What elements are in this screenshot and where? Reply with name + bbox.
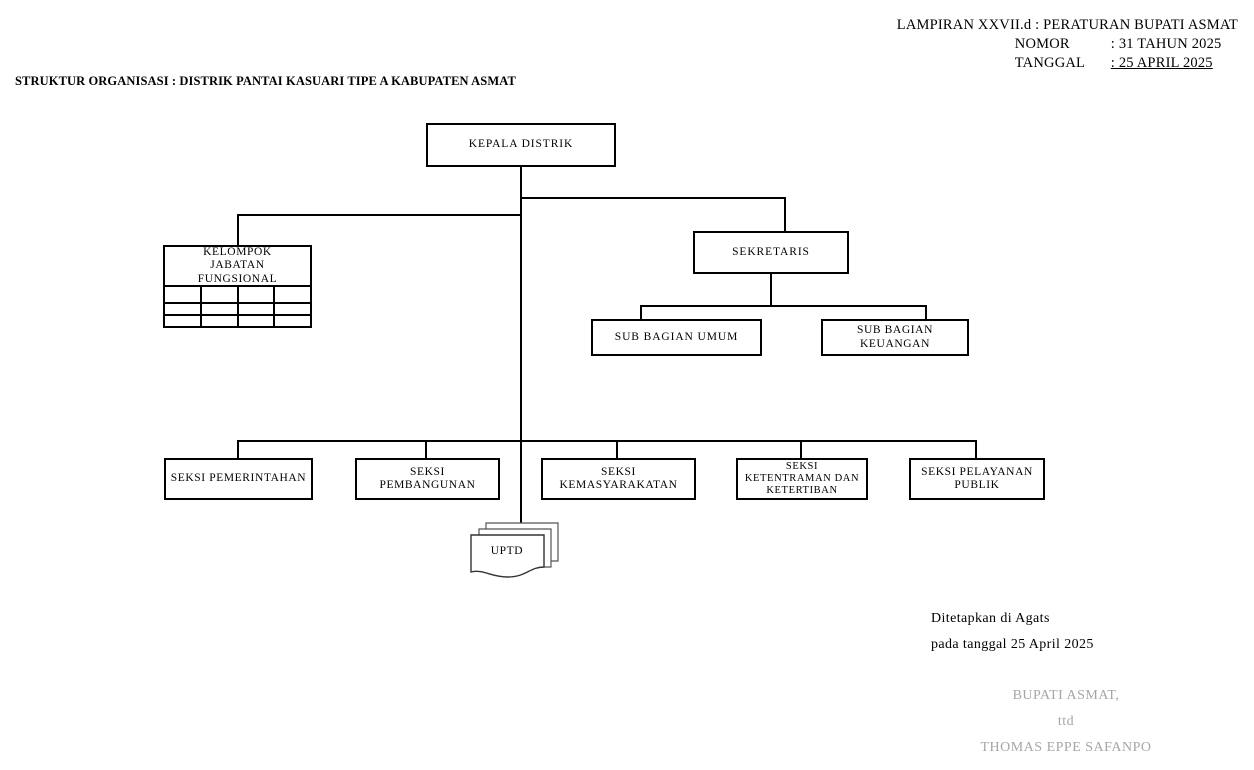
kjf-grid-cell[interactable] [239,287,276,303]
node-seksi-pelayanan-publik[interactable]: SEKSI PELAYANAN PUBLIK [909,458,1045,500]
lampiran-nomor-row: NOMOR : 31 TAHUN 2025 [897,35,1238,54]
kjf-grid-cell[interactable] [165,304,202,315]
kjf-grid-row[interactable] [165,287,310,305]
node-uptd[interactable]: UPTD [468,521,564,579]
kjf-grid-cell[interactable] [275,287,310,302]
kjf-grid-cell[interactable] [202,316,239,326]
node-sub-bagian-umum-label: SUB BAGIAN UMUM [614,330,739,343]
node-seksi-ketentraman-label-line2: KETENTRAMAN DAN [744,473,860,484]
node-kepala-distrik-label: KEPALA DISTRIK [468,138,574,151]
connector-kjf-drop [237,214,239,246]
connector-secretary-drop [784,197,786,231]
signature-place-date: Ditetapkan di Agats pada tanggal 25 Apri… [931,606,1094,658]
kjf-grid-cell[interactable] [165,287,202,303]
connector-subbagian-keuangan-drop [925,305,927,319]
signer-block: BUPATI ASMAT, ttd THOMAS EPPE SAFANPO [931,683,1201,761]
connector-seksi-2-drop [425,440,427,458]
connector-subbagian-umum-drop [640,305,642,319]
node-sub-bagian-keuangan-label-line1: SUB BAGIAN [857,324,933,336]
kjf-grid-cell[interactable] [239,304,276,315]
node-seksi-pelayanan-label-line1: SEKSI PELAYANAN [921,465,1033,478]
kjf-grid-cell[interactable] [275,316,310,326]
node-seksi-ketentraman-label-line1: SEKSI [785,461,819,472]
kjf-grid-cell[interactable] [202,304,239,315]
node-sub-bagian-keuangan[interactable]: SUB BAGIAN KEUANGAN [821,319,969,356]
connector-trunk-main [520,167,522,523]
node-kelompok-jabatan-fungsional[interactable]: KELOMPOK JABATAN FUNGSIONAL [163,245,312,287]
node-seksi-pemerintahan[interactable]: SEKSI PEMERINTAHAN [164,458,313,500]
connector-seksi-bus [237,440,977,442]
node-seksi-ketentraman-dan-ketertiban[interactable]: SEKSI KETENTRAMAN DAN KETERTIBAN [736,458,868,500]
kjf-grid-cell[interactable] [275,304,310,314]
node-kjf-label-line2: JABATAN FUNGSIONAL [197,259,278,285]
kjf-grid-cell[interactable] [239,316,276,326]
lampiran-nomor-value: : 31 TAHUN 2025 [1110,36,1222,52]
node-seksi-pembangunan[interactable]: SEKSI PEMBANGUNAN [355,458,500,500]
node-kjf-label-line1: KELOMPOK [203,245,272,258]
kjf-grid-row[interactable] [165,316,310,326]
kelompok-jabatan-fungsional-grid[interactable] [163,287,312,328]
connector-seksi-5-drop [975,440,977,458]
lampiran-line-1: LAMPIRAN XXVII.d : PERATURAN BUPATI ASMA… [896,17,1238,33]
lampiran-tanggal-value: : 25 APRIL 2025 [1110,55,1213,71]
node-sekretaris-label: SEKRETARIS [732,245,810,258]
node-uptd-label: UPTD [490,545,524,557]
node-seksi-kemasyarakatan-label-line1: SEKSI [601,465,636,478]
node-sub-bagian-umum[interactable]: SUB BAGIAN UMUM [591,319,762,356]
node-kepala-distrik[interactable]: KEPALA DISTRIK [426,123,616,167]
lampiran-header: LAMPIRAN XXVII.d : PERATURAN BUPATI ASMA… [897,16,1238,73]
connector-seksi-4-drop [800,440,802,458]
signer-ttd: ttd [1057,714,1075,729]
lampiran-nomor-label: NOMOR [1014,36,1070,52]
signature-date: pada tanggal 25 April 2025 [931,637,1094,652]
kjf-grid-row[interactable] [165,304,310,317]
connector-kjf-horizontal [237,214,522,216]
connector-sekretaris-stem [770,274,772,306]
signature-place: Ditetapkan di Agats [931,611,1050,626]
signer-title: BUPATI ASMAT, [1012,688,1120,703]
node-seksi-pemerintahan-label: SEKSI PEMERINTAHAN [170,472,307,485]
node-seksi-ketentraman-label-line3: KETERTIBAN [766,485,838,496]
kjf-grid-cell[interactable] [202,287,239,303]
node-seksi-kemasyarakatan[interactable]: SEKSI KEMASYARAKATAN [541,458,696,500]
node-seksi-pembangunan-label: SEKSI PEMBANGUNAN [379,465,476,492]
signer-name: THOMAS EPPE SAFANPO [980,740,1152,755]
stacked-document-icon [470,522,559,578]
node-sekretaris[interactable]: SEKRETARIS [693,231,849,274]
lampiran-tanggal-row: TANGGAL : 25 APRIL 2025 [897,54,1238,73]
page-title: STRUKTUR ORGANISASI : DISTRIK PANTAI KAS… [15,74,516,88]
node-seksi-pelayanan-label-line2: PUBLIK [954,479,1000,491]
connector-subbagian-bus [640,305,927,307]
connector-seksi-1-drop [237,440,239,458]
connector-secretary-horizontal [520,197,786,199]
kjf-grid-cell[interactable] [165,316,202,326]
node-seksi-kemasyarakatan-label-line2: KEMASYARAKATAN [559,479,678,491]
node-sub-bagian-keuangan-label-line2: KEUANGAN [860,337,930,350]
connector-seksi-3-drop [616,440,618,458]
lampiran-tanggal-label: TANGGAL [1014,55,1086,71]
